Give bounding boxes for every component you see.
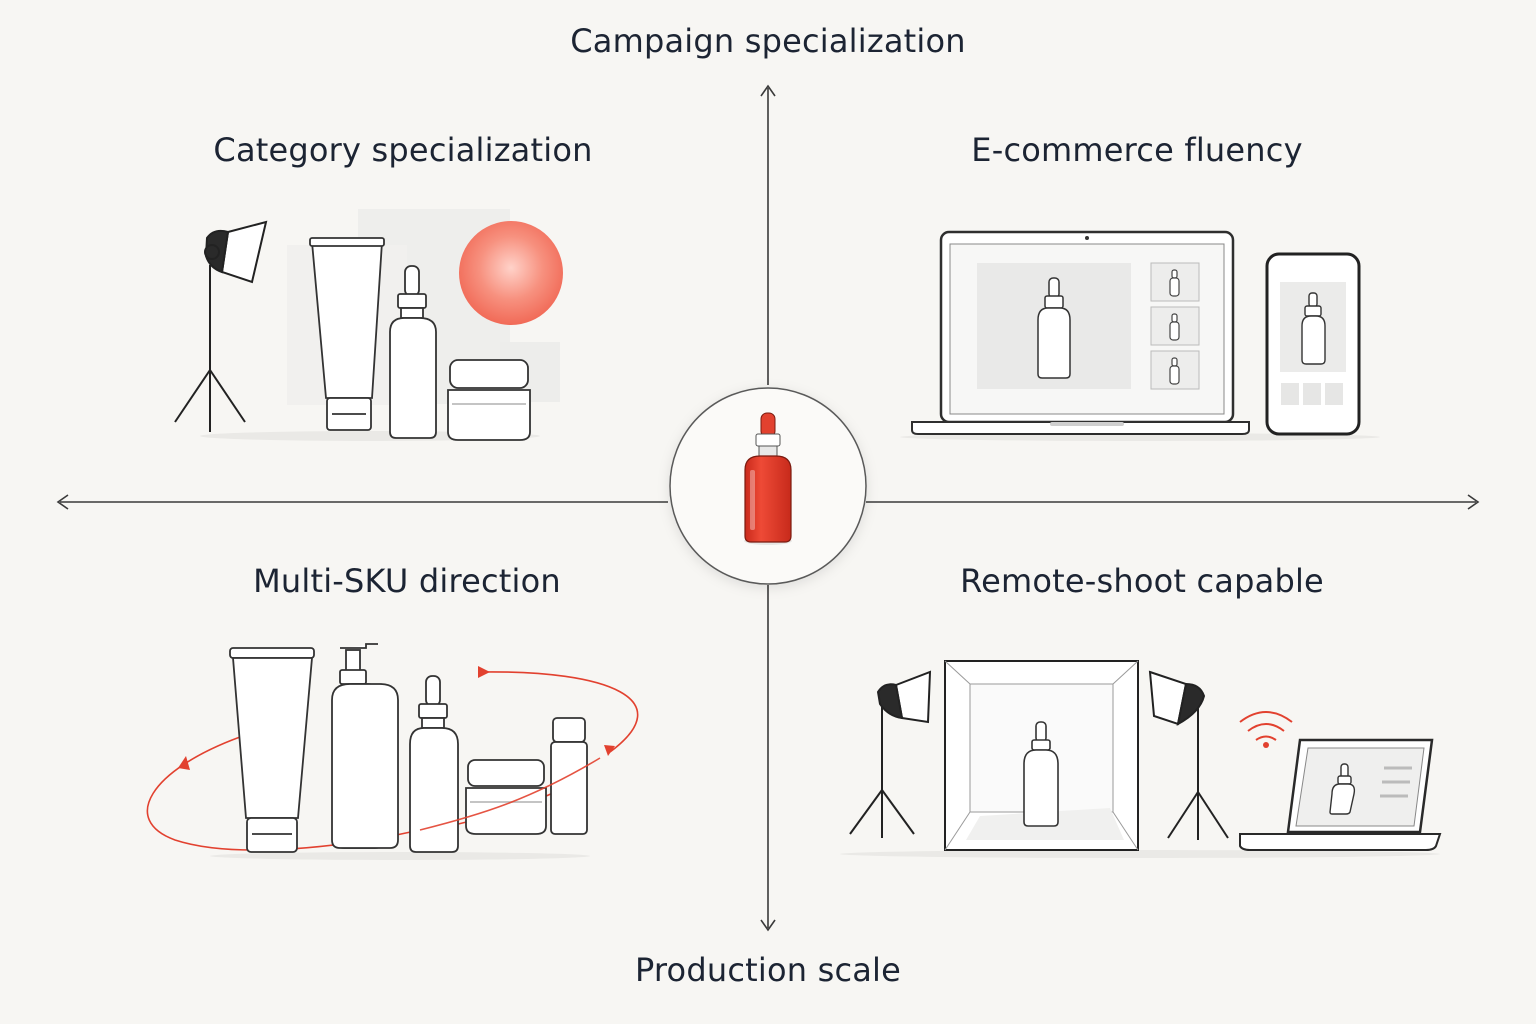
red-sun-icon [459, 221, 563, 325]
softbox-light-icon [849, 670, 932, 838]
pump-bottle-icon [331, 643, 399, 849]
axes [56, 84, 1480, 932]
softbox-light-icon [1148, 670, 1229, 840]
quadrant-label-multi-sku: Multi-SKU direction [253, 562, 561, 600]
jar-icon [447, 359, 531, 441]
light-tent-icon [944, 660, 1139, 851]
laptop-icon [911, 230, 1250, 435]
quadrant-tl-illustration [174, 209, 563, 441]
axis-label-top: Campaign specialization [570, 22, 966, 60]
axis-label-bottom: Production scale [634, 951, 902, 989]
tube-icon [309, 237, 385, 431]
quadrant-tr-illustration [900, 230, 1380, 441]
tube-icon [229, 647, 315, 853]
quadrant-bl-illustration [146, 643, 639, 860]
quadrant-label-remote: Remote-shoot capable [960, 562, 1324, 600]
dropper-bottle-icon [409, 675, 459, 853]
wifi-icon [1239, 711, 1293, 748]
dropper-bottle-icon [389, 265, 437, 439]
softbox-light-icon [174, 220, 268, 432]
vial-icon [550, 717, 588, 835]
quadrant-label-category: Category specialization [213, 131, 593, 169]
quadrant-br-illustration [840, 660, 1442, 858]
laptop-icon [1239, 738, 1442, 851]
quadrant-label-ecommerce: E-commerce fluency [971, 131, 1303, 169]
center-node [669, 387, 867, 585]
red-serum-bottle-icon [744, 412, 792, 545]
jar-icon [465, 759, 547, 835]
smartphone-icon [1265, 252, 1361, 436]
